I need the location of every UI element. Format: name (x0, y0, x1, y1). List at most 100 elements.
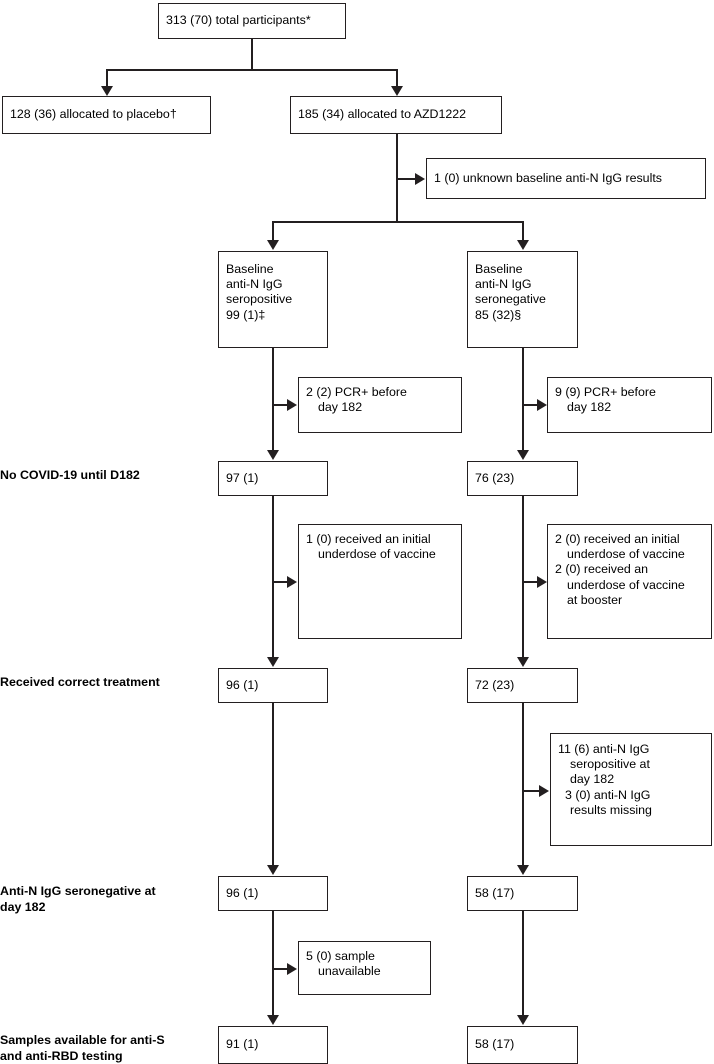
node-no-covid-left-label: 97 (1) (226, 470, 259, 485)
connector-to-pcr-left (272, 404, 288, 406)
node-underdose-left-line1: 1 (0) received an initial (306, 532, 431, 546)
node-underdose-right-line5: at booster (567, 592, 623, 607)
connector-split-bar-allocation (106, 69, 397, 71)
connector-to-pcr-right (522, 404, 538, 406)
node-placebo-label: 128 (36) allocated to placebo† (10, 107, 177, 122)
node-underdose-left: 1 (0) received an initial underdose of v… (298, 524, 462, 639)
node-pcr-positive-left-line2: day 182 (318, 400, 363, 415)
connector-to-underdose-left (272, 581, 288, 583)
arrowhead-seronegative-to-nocovid (517, 450, 529, 460)
arrowhead-seropositive-to-nocovid (267, 450, 279, 460)
node-seroneg-day182-right: 58 (17) (467, 876, 578, 911)
arrowhead-to-sample-unavailable (287, 963, 297, 975)
connector-to-underdose-right (522, 581, 538, 583)
node-total-participants: 313 (70) total participants* (158, 3, 346, 39)
node-correct-treatment-left: 96 (1) (218, 668, 328, 703)
node-azd1222: 185 (34) allocated to AZD1222 (290, 96, 502, 134)
node-underdose-right-line3: 2 (0) received an (555, 562, 648, 577)
connector-to-azd1222 (396, 69, 398, 87)
connector-to-unknown-baseline (396, 178, 416, 180)
node-no-covid-left: 97 (1) (218, 461, 328, 496)
node-pcr-positive-right-line1: 9 (9) PCR+ before (555, 385, 656, 399)
node-pcr-positive-left: 2 (2) PCR+ before day 182 (298, 377, 462, 433)
node-pcr-positive-right: 9 (9) PCR+ before day 182 (547, 377, 712, 433)
node-seropositive-day182-line2: seropositive at (570, 757, 650, 772)
node-placebo: 128 (36) allocated to placebo† (2, 96, 211, 134)
node-seropositive-day182-line3: day 182 (570, 772, 615, 787)
arrowhead-to-seropositive-d182 (539, 785, 549, 797)
node-pcr-positive-right-line2: day 182 (567, 400, 612, 415)
node-seroneg-day182-right-label: 58 (17) (475, 885, 515, 900)
node-baseline-seronegative-line3: seronegative (475, 292, 546, 307)
arrowhead-to-pcr-right (537, 399, 547, 411)
arrowhead-to-azd1222 (391, 86, 403, 96)
node-correct-treatment-right-label: 72 (23) (475, 677, 515, 692)
arrowhead-seroneg-right-to-samples (517, 1015, 529, 1025)
node-underdose-right-line4: underdose of vaccine (567, 577, 685, 592)
arrowhead-to-underdose-left (287, 576, 297, 588)
node-samples-available-right-label: 58 (17) (475, 1037, 515, 1052)
node-unknown-baseline: 1 (0) unknown baseline anti-N IgG result… (426, 158, 706, 199)
node-azd1222-label: 185 (34) allocated to AZD1222 (298, 107, 467, 122)
node-seropositive-day182-line5: results missing (570, 802, 652, 817)
connector-split-bar-baseline (272, 221, 523, 223)
connector-nocovid-left-spine (272, 496, 274, 658)
node-baseline-seronegative: Baseline anti-N IgG seronegative 85 (32)… (467, 251, 578, 348)
node-baseline-seropositive-line1: Baseline (226, 262, 274, 276)
arrowhead-to-seronegative (517, 240, 529, 250)
connector-to-seropositive-d182 (522, 790, 540, 792)
node-seroneg-day182-left-label: 96 (1) (226, 885, 259, 900)
arrowhead-to-unknown-baseline (415, 173, 425, 185)
connector-nocovid-right-spine (522, 496, 524, 658)
node-pcr-positive-left-line1: 2 (2) PCR+ before (306, 385, 407, 399)
stage-label-seronegative-day182: Anti-N IgG seronegative at day 182 (0, 884, 156, 914)
node-baseline-seropositive-count: 99 (1)‡ (226, 307, 266, 322)
arrowhead-seroneg-left-to-samples (267, 1015, 279, 1025)
node-sample-unavailable: 5 (0) sample unavailable (298, 941, 431, 995)
node-seropositive-day182-line1: 11 (6) anti-N IgG (558, 742, 650, 756)
node-baseline-seronegative-line1: Baseline (475, 262, 523, 276)
node-samples-available-right: 58 (17) (467, 1026, 578, 1064)
node-unknown-baseline-label: 1 (0) unknown baseline anti-N IgG result… (434, 170, 662, 185)
arrowhead-to-placebo (101, 86, 113, 96)
arrowhead-to-pcr-left (287, 399, 297, 411)
connector-to-placebo (106, 69, 108, 87)
node-sample-unavailable-line1: 5 (0) sample (306, 949, 375, 963)
node-total-participants-label: 313 (70) total participants* (166, 13, 311, 28)
node-baseline-seronegative-line2: anti-N IgG (475, 277, 532, 292)
node-baseline-seropositive: Baseline anti-N IgG seropositive 99 (1)‡ (218, 251, 328, 348)
node-no-covid-right-label: 76 (23) (475, 470, 515, 485)
connector-to-seronegative (522, 221, 524, 241)
node-seropositive-day182: 11 (6) anti-N IgG seropositive at day 18… (550, 733, 712, 846)
node-baseline-seropositive-line2: anti-N IgG (226, 277, 283, 292)
arrowhead-treatment-right-to-seroneg (517, 865, 529, 875)
node-samples-available-left: 91 (1) (218, 1026, 328, 1064)
node-underdose-right-line1: 2 (0) received an initial (555, 532, 680, 546)
connector-seroneg-left-spine (272, 911, 274, 1016)
connector-treatment-right-spine (522, 703, 524, 866)
stage-label-samples-available: Samples available for anti-S and anti-RB… (0, 1033, 165, 1063)
connector-seropositive-spine (272, 348, 274, 451)
node-baseline-seropositive-line3: seropositive (226, 292, 293, 307)
node-seropositive-day182-line4: 3 (0) anti-N IgG (565, 787, 651, 802)
node-seroneg-day182-left: 96 (1) (218, 876, 328, 911)
connector-to-seropositive (272, 221, 274, 241)
connector-to-sample-unavailable (272, 968, 288, 970)
node-correct-treatment-left-label: 96 (1) (226, 677, 259, 692)
node-sample-unavailable-line2: unavailable (318, 964, 381, 979)
arrowhead-to-underdose-right (537, 576, 547, 588)
node-baseline-seronegative-count: 85 (32)§ (475, 307, 522, 322)
arrowhead-nocovid-left-to-treatment (267, 657, 279, 667)
stage-label-correct-treatment: Received correct treatment (0, 675, 160, 689)
arrowhead-treatment-left-to-seroneg (267, 865, 279, 875)
node-no-covid-right: 76 (23) (467, 461, 578, 496)
node-underdose-left-line2: underdose of vaccine (318, 547, 436, 562)
node-correct-treatment-right: 72 (23) (467, 668, 578, 703)
connector-seronegative-spine (522, 348, 524, 451)
node-underdose-right: 2 (0) received an initial underdose of v… (547, 524, 712, 639)
node-underdose-right-line2: underdose of vaccine (567, 547, 685, 562)
arrowhead-nocovid-right-to-treatment (517, 657, 529, 667)
connector-seroneg-right-spine (522, 911, 524, 1016)
connector-treatment-left-spine (272, 703, 274, 866)
